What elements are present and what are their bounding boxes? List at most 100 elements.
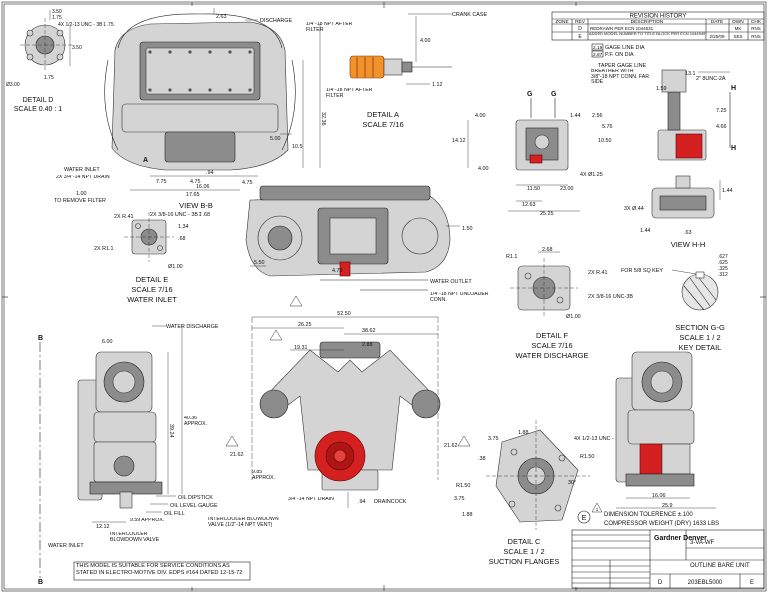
detail-f-dim-268: 2.68: [542, 247, 553, 253]
front-view-dim-985: 9.85 APPROX.: [252, 470, 276, 481]
detail-c-subtitle: SUCTION FLANGES: [489, 557, 560, 566]
gage-dim-400-top: 4.00: [475, 113, 486, 119]
gage-boxed-287: 2.87: [593, 52, 603, 58]
view-bb-bolts: [148, 50, 252, 92]
rev-header-dwn: DWN: [732, 19, 744, 25]
view-hh-dim-063: .63: [684, 230, 692, 236]
gage-dim-1050: 10.50: [598, 138, 612, 144]
detail-d-dim-350-side: 3.50: [72, 45, 82, 51]
detail-f-dim-r11: R1.1: [506, 254, 517, 260]
view-bb-dim-775: 7.75: [156, 179, 167, 185]
gage-dim-725: 7.25: [716, 108, 727, 114]
view-bb-drain-wrap: 2X 3/4"-14 NPT DRAIN: [56, 175, 110, 180]
front-view-draincock: DRAINCOCK: [374, 499, 407, 505]
notes-tolerance: DIMENSION TOLERENCE ±.100: [604, 512, 693, 518]
front-view-dim-2162-right: 21.62: [444, 443, 458, 449]
view-bb-section-a: A: [143, 157, 148, 164]
right-view-dim-1606: 16.06: [652, 493, 666, 499]
notes-service-conditions: THIS MODEL IS SUITABLE FOR SERVICE CONDI…: [76, 563, 243, 576]
detail-e-thread: 2X 3/8-16 UNC - 3B↧.68: [150, 212, 210, 218]
detail-f-dim-dia: Ø1.00: [566, 314, 581, 320]
side-view-oil-dipstick: OIL DIPSTICK: [178, 495, 213, 501]
section-gg-scale: SCALE 1 / 2: [679, 333, 720, 342]
view-bb-discharge-label: DISCHARGE: [260, 18, 292, 24]
section-gg-key-callout: FOR 5/8 SQ KEY: [621, 268, 663, 274]
detail-a-callout-top-wrap: 1/4"-18 NPT AFTER FILTER: [306, 22, 352, 33]
view-bb-remove-filter: TO REMOVE FILTER: [54, 198, 106, 204]
gage-dim-466: 4.66: [716, 124, 727, 130]
gage-boxed-219: 2.19: [593, 45, 603, 51]
rev-row-d-dwn: MK: [735, 26, 742, 31]
center-dim-150: 1.50: [462, 226, 473, 232]
view-bb-dim-263: 2.63: [216, 14, 227, 20]
detail-a-scale: SCALE 7/16: [362, 120, 403, 129]
revision-history-table: REVISION HISTORY ZONE REV DESCRIPTION DA…: [551, 11, 765, 41]
detail-a-dim-112: 1.12: [432, 82, 443, 88]
detail-c-dim-038: .38: [478, 456, 486, 462]
gage-dim-1412: 14.12: [452, 138, 466, 144]
view-hh-3x-dia: 3X Ø.44: [624, 206, 644, 212]
detail-e-scale: SCALE 7/16: [131, 285, 172, 294]
side-view-blowdown-wrap: INTERCOOLER BLOWDOWN VALVE: [110, 532, 160, 543]
rev-header-rev: REV: [575, 19, 586, 25]
front-view-dim-094: .94: [358, 499, 366, 505]
section-gg-subtitle: KEY DETAIL: [679, 343, 722, 352]
view-bb: 2.63 DISCHARGE 32.36 10.5 5.00 WATER INL…: [54, 8, 326, 210]
side-view-dim-959: 9.59 APPROX.: [130, 518, 165, 523]
section-gg: FOR 5/8 SQ KEY .627 .625 .325 .312 SECTI…: [621, 254, 728, 352]
detail-c-dim-188-top: 1.88: [518, 430, 529, 436]
view-hh-title: VIEW H-H: [671, 240, 706, 249]
gage-dim-1150: 11.50: [527, 186, 540, 192]
title-block-company: Gardner Denver: [654, 535, 707, 542]
center-water-outlet: WATER OUTLET: [430, 279, 472, 285]
section-gg-dim-625: .625: [718, 260, 728, 266]
detail-a: CRANK CASE 1/4"-18 NPT AFTER FILTER 1/4"…: [306, 12, 487, 129]
gage-box-287: [591, 50, 604, 58]
center-top-view: 1.50 5.50 4.75 WATER OUTLET 1/4"-18 NPT …: [245, 185, 489, 303]
rev-header-date: DATE: [711, 19, 723, 25]
detail-e-dim-134: 1.34: [178, 224, 189, 230]
front-view-dim-3862: 38.62: [362, 328, 376, 334]
notes-rev-marker: E: [582, 515, 587, 522]
gage-dim-256: 2.56: [592, 113, 603, 119]
rev-row-d-description: REDRAWN PER ECN 1044631: [590, 26, 654, 31]
detail-c-dim-r150-left: R1.50: [456, 483, 470, 489]
center-unloader-wrap: 1/4"-18 NPT UNLOADER CONN.: [430, 292, 489, 303]
title-block-dwg-no: 203EBL5000: [688, 580, 723, 586]
section-gg-dim-312: .312: [718, 272, 728, 278]
gage-4x-dia: 4X Ø1.25: [580, 172, 603, 178]
view-hh: 1.44 3X Ø.44 .63 1.44 VIEW H-H: [624, 175, 733, 249]
gage-breather-callout: BREATHER WITH 3/8"-18 NPT CONN. FAR SIDE: [591, 69, 649, 86]
detail-e-dim-r41: 2X R.41: [114, 214, 133, 220]
rev-row-d-chk: RNS: [751, 26, 761, 31]
notes-flag-number: 1: [596, 507, 599, 512]
detail-a-after-filter-bottom: 1/4"-18 NPT AFTER FILTER: [326, 88, 373, 99]
side-view-intercooler-blowdown: INTERCOOLER BLOWDOWN VALVE: [110, 532, 160, 543]
detail-f-dim-r41: 2X R.41: [588, 270, 607, 276]
view-bb-dim-475-b: 4.75: [242, 180, 253, 186]
detail-d-title: DETAIL D: [23, 97, 54, 104]
detail-f-scale: SCALE 7/16: [531, 341, 572, 350]
section-gg-title: SECTION G-G: [675, 323, 725, 332]
title-block-model: 3-VA-WF: [690, 540, 715, 546]
gage-dim-2300: 23.00: [560, 186, 574, 192]
gage-dim-1263: 12.63: [522, 202, 536, 208]
side-view-dim-4036: 40.36 APPROX.: [184, 416, 208, 427]
detail-d-dim-175-top: 1.75: [52, 15, 62, 21]
title-block-size: D: [658, 580, 663, 586]
detail-d-scale: SCALE 0.40 : 1: [14, 106, 62, 113]
gage-dim-2525: 25.25: [540, 211, 554, 217]
detail-e-subtitle: WATER INLET: [127, 295, 177, 304]
gage-view-section-h-top: H: [731, 85, 736, 92]
detail-e-dim-068: .68: [178, 236, 186, 242]
gage-dim-131: 13.1: [685, 71, 696, 77]
title-block-fine-rows: [572, 534, 650, 588]
front-view-blowdown-wrap: INTERCOOLER BLOWDOWN VALVE (1/2"-14 NPT …: [208, 517, 279, 528]
side-view-oil-level: OIL LEVEL GAUGE: [170, 503, 218, 509]
detail-e-title: DETAIL E: [136, 275, 169, 284]
rev-header-description: DESCRIPTION: [631, 19, 664, 25]
section-gg-dim-627: .627: [718, 254, 728, 260]
revision-history-title: REVISION HISTORY: [630, 14, 687, 20]
